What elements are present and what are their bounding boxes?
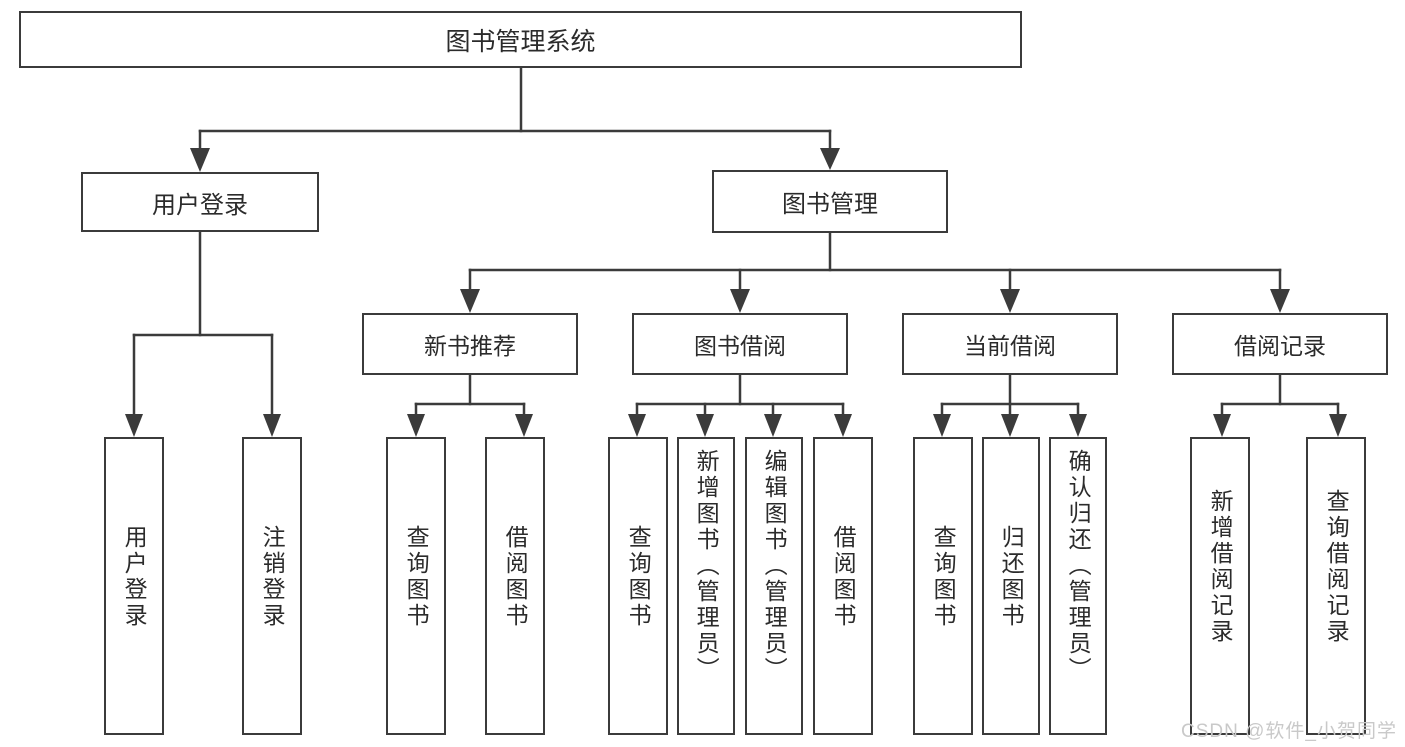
leaf-return-book-label: 归还图书 (998, 525, 1025, 629)
leaf-add-book-admin-label: 新增图书（管理员） (693, 449, 720, 683)
arrow-c2-leaf2 (696, 414, 714, 437)
leaf-borrow-book-label: 借阅图书 (830, 525, 857, 629)
arrow-c4-leaf1 (1213, 414, 1231, 437)
leaf-logout[interactable]: 注销登录 (242, 437, 302, 735)
leaf-query-book-current-label: 查询图书 (930, 525, 957, 629)
arrow-c2-leaf3 (764, 414, 782, 437)
leaf-borrow-book-recommend-label: 借阅图书 (502, 525, 529, 629)
leaf-query-book-recommend-label: 查询图书 (403, 525, 430, 629)
node-user-login-label: 用户登录 (152, 191, 248, 219)
node-user-login[interactable]: 用户登录 (81, 172, 319, 232)
arrow-to-book-borrow (730, 289, 750, 313)
arrow-c1-leaf1 (407, 414, 425, 437)
arrow-to-current-borrow (1000, 289, 1020, 313)
arrow-c2-leaf4 (834, 414, 852, 437)
node-new-book-recommend-label: 新书推荐 (424, 333, 516, 359)
arrow-c4-leaf2 (1329, 414, 1347, 437)
leaf-user-login-label: 用户登录 (121, 525, 148, 629)
node-new-book-recommend[interactable]: 新书推荐 (362, 313, 578, 375)
arrow-login-leaf2 (263, 414, 281, 437)
leaf-add-book-admin[interactable]: 新增图书（管理员） (677, 437, 735, 735)
node-current-borrow-label: 当前借阅 (964, 333, 1056, 359)
leaf-add-borrow-record-label: 新增借阅记录 (1207, 489, 1234, 645)
leaf-add-borrow-record[interactable]: 新增借阅记录 (1190, 437, 1250, 735)
node-book-management-label: 图书管理 (782, 191, 878, 218)
leaf-query-borrow-record-label: 查询借阅记录 (1323, 489, 1350, 645)
leaf-query-book-borrow[interactable]: 查询图书 (608, 437, 668, 735)
arrow-to-user-login (190, 148, 210, 172)
arrow-c3-leaf2 (1001, 414, 1019, 437)
node-borrow-record-label: 借阅记录 (1234, 333, 1326, 359)
leaf-query-book-recommend[interactable]: 查询图书 (386, 437, 446, 735)
node-current-borrow[interactable]: 当前借阅 (902, 313, 1118, 375)
leaf-query-book-current[interactable]: 查询图书 (913, 437, 973, 735)
leaf-edit-book-admin-label: 编辑图书（管理员） (761, 449, 788, 683)
node-book-borrow[interactable]: 图书借阅 (632, 313, 848, 375)
arrow-c3-leaf1 (933, 414, 951, 437)
leaf-confirm-return-admin[interactable]: 确认归还（管理员） (1049, 437, 1107, 735)
leaf-query-borrow-record[interactable]: 查询借阅记录 (1306, 437, 1366, 735)
arrow-c2-leaf1 (628, 414, 646, 437)
leaf-borrow-book-recommend[interactable]: 借阅图书 (485, 437, 545, 735)
leaf-return-book[interactable]: 归还图书 (982, 437, 1040, 735)
arrow-to-book-mgmt (820, 148, 840, 170)
leaf-query-book-borrow-label: 查询图书 (625, 525, 652, 629)
node-root[interactable]: 图书管理系统 (19, 11, 1022, 68)
node-root-label: 图书管理系统 (445, 27, 596, 56)
node-book-borrow-label: 图书借阅 (694, 333, 786, 359)
arrow-to-new-book (460, 289, 480, 313)
leaf-logout-label: 注销登录 (259, 525, 286, 629)
leaf-edit-book-admin[interactable]: 编辑图书（管理员） (745, 437, 803, 735)
node-borrow-record[interactable]: 借阅记录 (1172, 313, 1388, 375)
arrow-c1-leaf2 (515, 414, 533, 437)
arrow-c3-leaf3 (1069, 414, 1087, 437)
leaf-user-login[interactable]: 用户登录 (104, 437, 164, 735)
arrow-login-leaf1 (125, 414, 143, 437)
arrow-to-borrow-record (1270, 289, 1290, 313)
leaf-confirm-return-admin-label: 确认归还（管理员） (1065, 449, 1092, 683)
leaf-borrow-book[interactable]: 借阅图书 (813, 437, 873, 735)
node-book-management[interactable]: 图书管理 (712, 170, 948, 233)
